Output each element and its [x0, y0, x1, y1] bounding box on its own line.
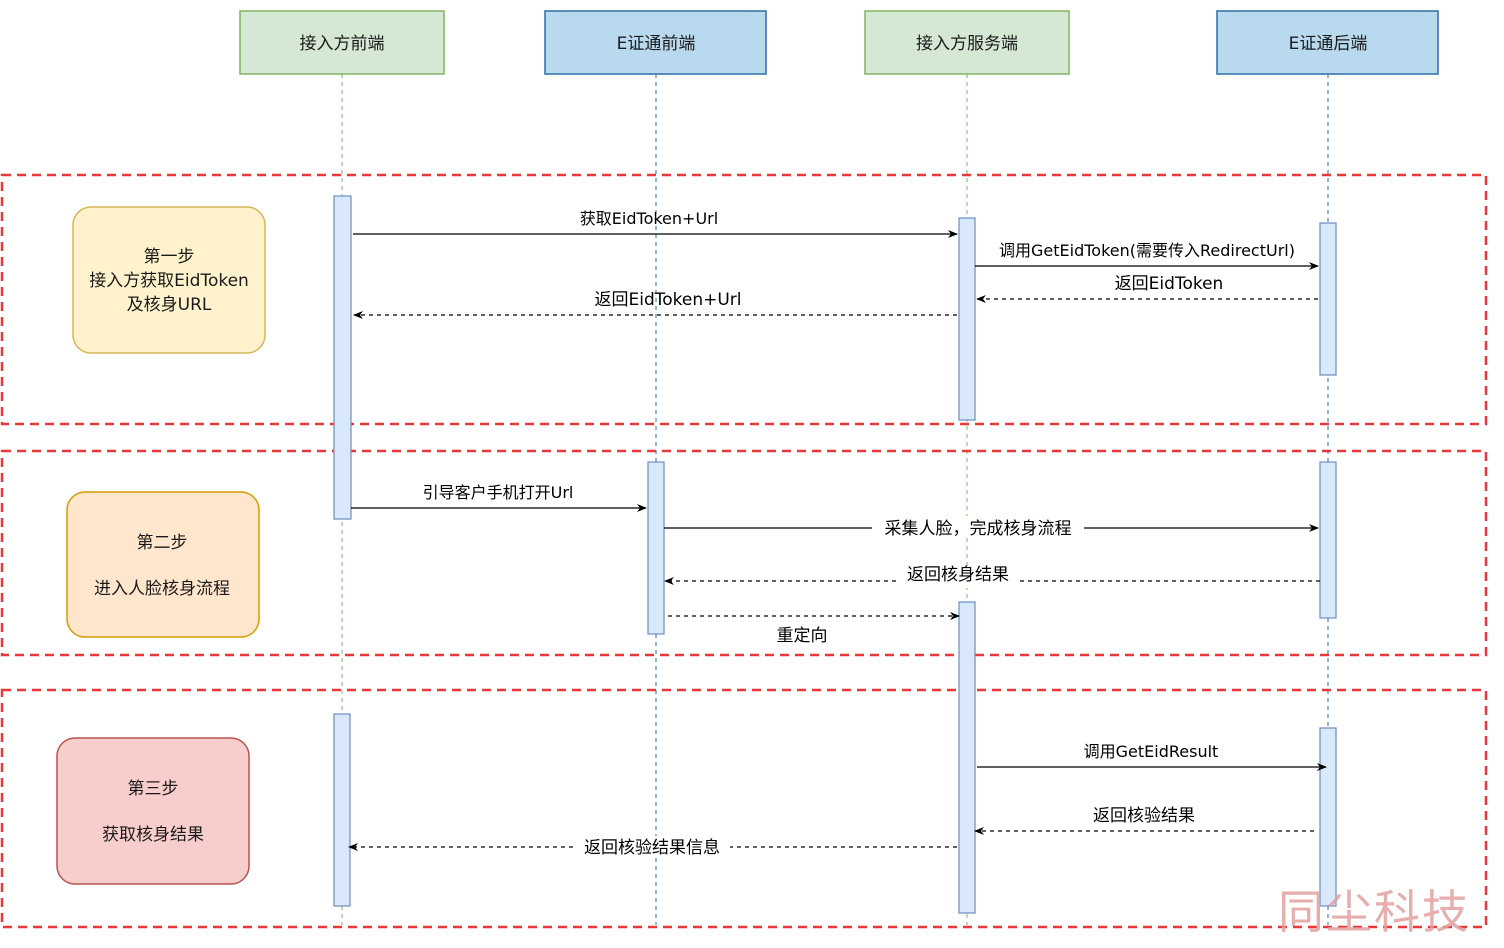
message-label-redirect: 重定向	[777, 626, 828, 646]
step1-desc-line2: 及核身URL	[127, 295, 212, 315]
step1-title: 第一步	[144, 247, 195, 267]
message-label-bg-return-check-info	[574, 836, 730, 858]
message-label-return-check-result: 返回核验结果	[1093, 806, 1195, 826]
participant-box-client-frontend	[239, 10, 445, 75]
participant-label-eid-backend: E证通后端	[1289, 34, 1368, 54]
message-label-call-geteidtoken: 调用GetEidToken(需要传入RedirectUrl)	[999, 241, 1295, 260]
step3-title: 第三步	[128, 779, 179, 799]
activation-eid-backend-3	[1319, 727, 1337, 907]
message-label-return-verify-result: 返回核身结果	[907, 565, 1009, 585]
message-label-return-check-info: 返回核验结果信息	[584, 838, 720, 858]
step1-desc-line1: 接入方获取EidToken	[89, 271, 249, 291]
activation-client-server-1	[958, 217, 976, 421]
step1-frame	[0, 173, 1488, 426]
message-label-call-geteidresult: 调用GetEidResult	[1084, 742, 1219, 761]
participant-box-client-server	[864, 10, 1070, 75]
message-label-bg-face-capture	[872, 516, 1084, 538]
step2-box	[66, 491, 260, 638]
step2-title: 第二步	[137, 533, 188, 553]
activation-eid-backend-1	[1319, 222, 1337, 376]
activation-eid-frontend-1	[647, 461, 665, 635]
participant-label-client-frontend: 接入方前端	[300, 34, 385, 54]
step3-frame	[0, 688, 1488, 929]
step2-frame	[0, 449, 1488, 657]
activation-client-frontend-2	[333, 713, 351, 907]
step1-box	[72, 206, 266, 354]
step3-desc: 获取核身结果	[102, 825, 204, 845]
message-label-get-token-url: 获取EidToken+Url	[580, 209, 718, 228]
message-label-return-eidtoken: 返回EidToken	[1115, 274, 1224, 294]
participant-label-eid-frontend: E证通前端	[617, 34, 696, 54]
activation-client-server-2	[958, 601, 976, 914]
watermark-logo: 同尘科技	[1278, 885, 1470, 939]
activation-client-frontend-1	[333, 195, 352, 520]
step3-box	[56, 737, 250, 885]
step2-desc: 进入人脸核身流程	[94, 579, 230, 599]
participant-box-eid-backend	[1216, 10, 1439, 75]
message-label-face-capture: 采集人脸，完成核身流程	[885, 519, 1072, 539]
message-label-return-token-url: 返回EidToken+Url	[594, 290, 741, 310]
message-label-bg-return-verify-result	[900, 568, 1016, 588]
participant-label-client-server: 接入方服务端	[916, 34, 1018, 54]
message-label-open-url: 引导客户手机打开Url	[423, 483, 574, 502]
participant-box-eid-frontend	[544, 10, 767, 75]
activation-eid-backend-2	[1319, 461, 1337, 619]
